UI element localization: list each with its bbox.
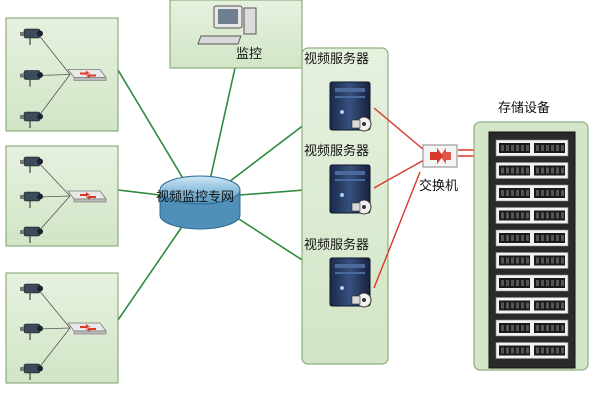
- storage-drive-unit: [495, 319, 569, 337]
- camera-icon: [20, 28, 43, 45]
- camera-link: [37, 288, 71, 329]
- server-label-3: 视频服务器: [304, 237, 369, 253]
- camera-cluster: [20, 156, 107, 243]
- camera-link: [37, 74, 71, 76]
- camera-link: [37, 33, 71, 75]
- camera-icon: [20, 226, 43, 243]
- link-group3-network: [117, 214, 191, 321]
- film-reel-icon: [351, 116, 372, 132]
- camera-link: [37, 195, 71, 233]
- camera-hub-icon: [67, 69, 107, 81]
- camera-cluster: [20, 283, 107, 380]
- storage-drive-unit: [495, 207, 569, 224]
- network-node: 视频监控专网: [156, 175, 241, 230]
- switch-arrows-icon: [430, 148, 443, 164]
- server-label-1: 视频服务器: [304, 51, 369, 67]
- storage-drive-unit: [495, 274, 569, 292]
- camera-hub-icon: [67, 322, 107, 335]
- camera-link: [37, 74, 71, 118]
- server-icon: [329, 81, 372, 132]
- server-icon: [329, 164, 372, 215]
- camera-icon: [20, 191, 43, 208]
- link-server3-switch: [373, 171, 421, 289]
- camera-icon: [20, 363, 43, 380]
- storage-content: [495, 139, 569, 359]
- link-server1-switch: [373, 107, 425, 151]
- link-server2-switch: [373, 159, 425, 189]
- computer-icon: [197, 5, 257, 45]
- camera-cluster: [20, 28, 107, 128]
- storage-label: 存储设备: [498, 100, 550, 116]
- storage-drive-unit: [495, 229, 569, 247]
- camera-content: [20, 28, 107, 380]
- camera-icon: [20, 283, 43, 300]
- server-content: [329, 81, 372, 308]
- link-group1-network: [117, 69, 191, 191]
- camera-icon: [20, 111, 43, 128]
- monitor-station: 监控: [169, 0, 303, 69]
- camera-hub-icon: [67, 190, 107, 203]
- network-label: 视频监控专网: [156, 190, 234, 205]
- film-reel-icon: [351, 199, 372, 215]
- camera-link: [37, 195, 71, 198]
- camera-link: [37, 327, 71, 370]
- camera-icon: [20, 156, 43, 173]
- switch-label: 交换机: [419, 178, 458, 194]
- camera-icon: [20, 70, 43, 87]
- film-reel-icon: [351, 292, 372, 308]
- camera-icon: [20, 323, 43, 340]
- green-links: [117, 67, 331, 321]
- link-group2-network: [117, 189, 161, 196]
- camera-link: [37, 161, 71, 197]
- camera-link: [37, 327, 71, 330]
- storage-drive-unit: [495, 297, 569, 314]
- storage-drive-unit: [495, 162, 569, 179]
- server-icon: [329, 257, 372, 308]
- monitor-label: 监控: [236, 47, 262, 62]
- switch-node: 交换机: [419, 144, 458, 194]
- server-label-2: 视频服务器: [304, 143, 369, 159]
- storage-drive-unit: [495, 184, 569, 202]
- storage-drive-unit: [495, 252, 569, 269]
- storage-drive-unit: [495, 342, 569, 359]
- storage-drive-unit: [495, 139, 569, 157]
- link-monitor-network: [209, 67, 236, 181]
